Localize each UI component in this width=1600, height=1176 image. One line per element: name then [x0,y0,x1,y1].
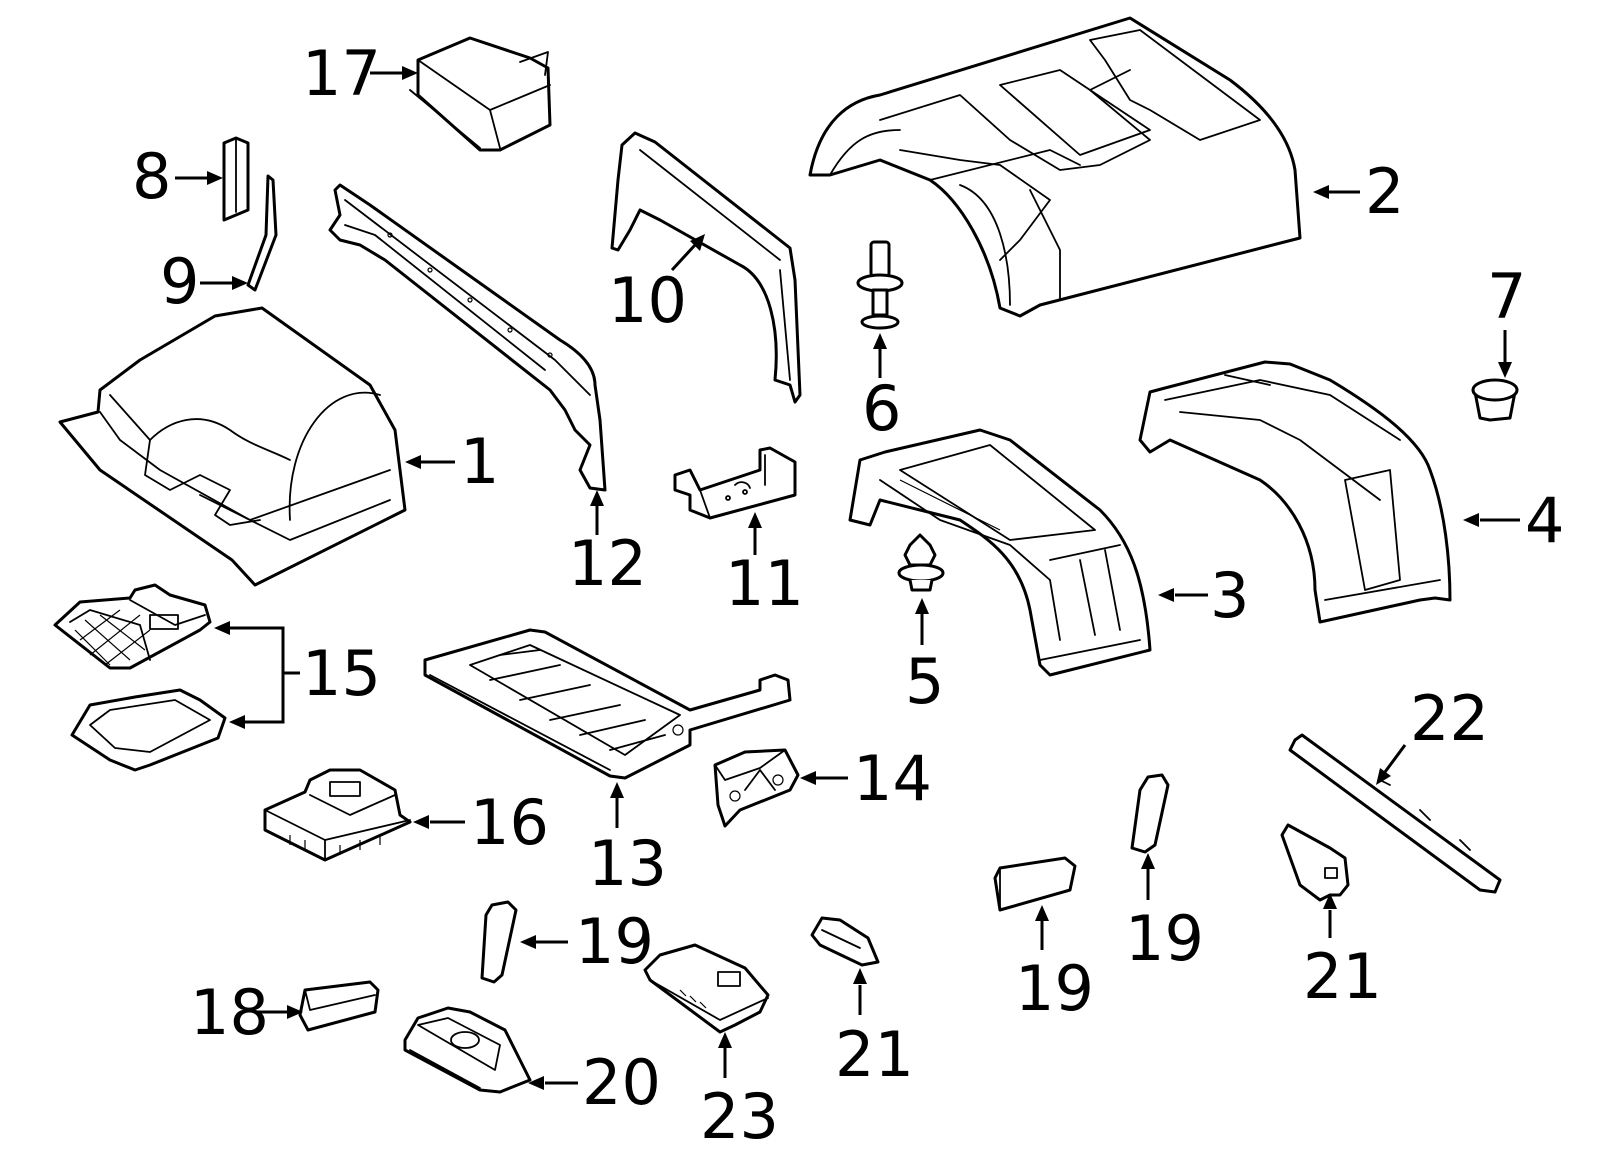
part-22-bar [1288,733,1502,894]
part-19-lens-middle [993,856,1077,912]
part-16-control-module [263,768,412,862]
callout-16: 16 [470,786,549,859]
part-17-storage-box [409,36,552,152]
part-4-trim-panel [1138,360,1452,624]
callout-2: 2 [1365,155,1404,228]
callout-14: 14 [853,742,932,815]
part-11-bracket [673,446,797,520]
callout-1: 1 [460,425,499,498]
callout-23: 23 [700,1080,779,1153]
callout-7: 7 [1487,260,1526,333]
part-15-console [53,583,227,772]
callout-21-left: 21 [835,1018,914,1091]
callout-13: 13 [588,827,667,900]
callout-3: 3 [1210,559,1249,632]
part-9-strip [246,174,278,292]
callout-19-right: 19 [1125,902,1204,975]
callout-18: 18 [190,976,269,1049]
part-2-roof-panel [808,16,1302,318]
part-21-clip-left [810,916,880,967]
part-18-lens [298,980,380,1032]
part-6-retainer-pin [856,240,904,330]
callout-4: 4 [1525,484,1564,557]
part-23-dome-lamp [643,943,770,1034]
part-10-arch-trim [610,131,802,404]
callout-10: 10 [608,264,687,337]
part-7-cap [1471,378,1519,422]
callout-17: 17 [302,37,381,110]
callout-19-left: 19 [575,905,654,978]
callout-21-right: 21 [1303,940,1382,1013]
part-19-lens-right [1130,773,1170,854]
part-5-push-clip [897,533,945,592]
callout-11: 11 [725,547,804,620]
callout-6: 6 [862,372,901,445]
callout-labels: 1 2 3 4 5 6 7 8 9 10 11 12 13 14 15 16 1… [132,37,1564,1153]
callout-22: 22 [1410,682,1489,755]
part-1-headliner [58,306,407,587]
part-3-trim-panel [848,428,1152,677]
part-21-clip-right [1280,823,1350,902]
part-14-clip-bracket [713,748,800,828]
callout-8: 8 [132,140,171,213]
callout-15: 15 [302,637,381,710]
callout-12: 12 [568,527,647,600]
part-8-cover [222,136,250,222]
leader-lines [175,66,1520,1090]
part-19-lens-left [480,900,518,984]
part-12-roof-rail [328,183,607,492]
part-13-tray [423,628,792,780]
callout-19-middle: 19 [1015,952,1094,1025]
callout-9: 9 [160,245,199,318]
callout-20: 20 [582,1046,661,1119]
part-20-lamp-housing [403,1006,532,1094]
callout-5: 5 [905,645,944,718]
